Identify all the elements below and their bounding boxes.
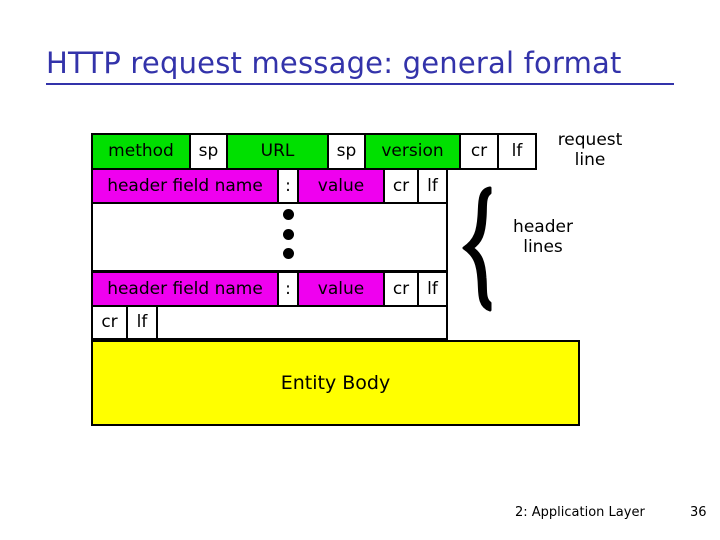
cell-lf-request-line: lf: [497, 133, 537, 170]
cell-header-field-name-2: header field name: [91, 271, 279, 307]
cell-cr-header-1: cr: [383, 168, 419, 204]
header-lines-brace: [460, 186, 504, 312]
cell-sp-2: sp: [327, 133, 366, 170]
ellipsis-dot-1: [283, 209, 294, 220]
cell-cr-header-2: cr: [383, 271, 419, 307]
cell-method-label: method: [108, 141, 174, 161]
footer-page-number: 36: [690, 505, 707, 520]
cell-value-2: value: [297, 271, 385, 307]
cell-value-1: value: [297, 168, 385, 204]
cell-sp-2-label: sp: [336, 141, 357, 161]
cell-cr-blank-line: cr: [91, 305, 128, 340]
cell-cr-header-1-label: cr: [392, 175, 410, 196]
cell-lf-header-2-label: lf: [427, 278, 438, 299]
cell-url-label: URL: [260, 141, 295, 161]
cell-colon-1: :: [277, 168, 299, 204]
footer-chapter-label: 2: Application Layer: [515, 505, 645, 520]
cell-lf-header-1: lf: [417, 168, 448, 204]
cell-value-2-label: value: [317, 278, 365, 299]
cell-header-field-name-1: header field name: [91, 168, 279, 204]
cell-version: version: [364, 133, 461, 170]
cell-lf-header-1-label: lf: [427, 175, 438, 196]
cell-colon-2-label: :: [285, 278, 291, 299]
cell-header-field-name-1-label: header field name: [107, 175, 263, 196]
cell-version-label: version: [381, 141, 444, 161]
annotation-request-line: request line: [557, 130, 623, 171]
ellipsis-dot-2: [283, 229, 294, 240]
cell-sp-1: sp: [189, 133, 228, 170]
cell-value-1-label: value: [317, 175, 365, 196]
cell-cr-request-line: cr: [459, 133, 499, 170]
cell-sp-1-label: sp: [198, 141, 219, 161]
cell-cr-blank-line-label: cr: [101, 312, 118, 332]
cell-header-field-name-2-label: header field name: [107, 278, 263, 299]
curly-brace-icon: [462, 186, 492, 312]
cell-lf-request-line-label: lf: [511, 141, 523, 161]
cell-cr-request-line-label: cr: [470, 141, 488, 161]
cell-header-lines-ellipsis-region: [91, 202, 448, 272]
cell-entity-body-label: Entity Body: [280, 371, 391, 394]
slide-footer: 2: Application Layer 36: [0, 505, 720, 527]
cell-cr-header-2-label: cr: [392, 278, 410, 299]
cell-lf-header-2: lf: [417, 271, 448, 307]
cell-colon-1-label: :: [285, 175, 291, 196]
cell-lf-blank-line: lf: [126, 305, 158, 340]
cell-lf-blank-line-label: lf: [136, 312, 148, 332]
cell-method: method: [91, 133, 191, 170]
page-title: HTTP request message: general format: [46, 46, 674, 86]
cell-url: URL: [226, 133, 329, 170]
cell-entity-body: Entity Body: [91, 340, 580, 426]
cell-colon-2: :: [277, 271, 299, 307]
annotation-header-lines: header lines: [513, 217, 573, 258]
cell-blank-line-remainder: [156, 305, 448, 340]
ellipsis-dot-3: [283, 248, 294, 259]
